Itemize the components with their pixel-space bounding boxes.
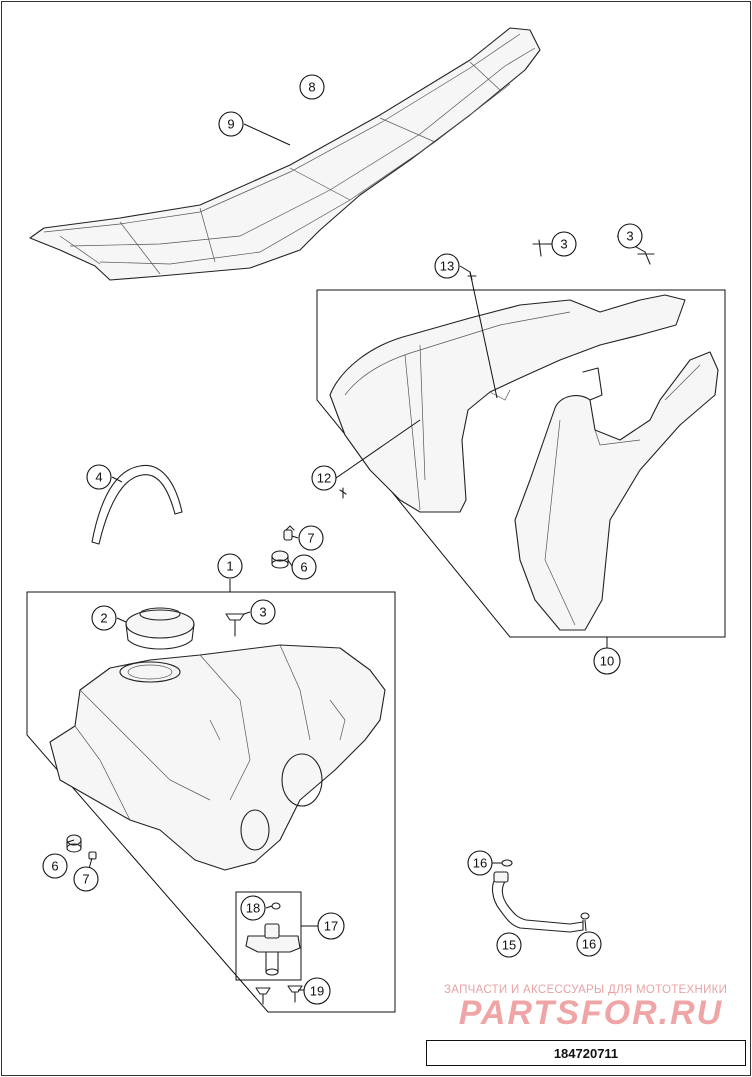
watermark-logo: PARTSFOR.RU bbox=[459, 994, 723, 1032]
svg-text:6: 6 bbox=[51, 859, 58, 874]
seat-drawing bbox=[29, 27, 541, 281]
callout-16-lower: 16 bbox=[576, 931, 602, 957]
callout-6-upper: 6 bbox=[291, 554, 317, 580]
callout-2: 2 bbox=[91, 605, 117, 631]
callout-6-lower: 6 bbox=[42, 853, 68, 879]
svg-text:16: 16 bbox=[473, 856, 487, 871]
svg-text:2: 2 bbox=[100, 611, 107, 626]
callout-10: 10 bbox=[593, 647, 621, 675]
drawing-id: 184720711 bbox=[426, 1040, 746, 1066]
svg-text:7: 7 bbox=[82, 872, 89, 887]
svg-text:3: 3 bbox=[259, 605, 266, 620]
hose-drawing bbox=[91, 464, 183, 545]
callout-19: 19 bbox=[303, 977, 331, 1005]
callout-4: 4 bbox=[86, 464, 112, 490]
watermark-logo-text: PARTSFOR.RU bbox=[459, 994, 723, 1032]
side-panel-group-frame bbox=[316, 289, 726, 638]
svg-text:13: 13 bbox=[440, 259, 454, 274]
svg-text:19: 19 bbox=[310, 984, 324, 999]
side-panel-drawing bbox=[329, 239, 719, 631]
svg-text:4: 4 bbox=[95, 470, 102, 485]
callout-3-panel-right: 3 bbox=[617, 223, 643, 249]
callout-13: 13 bbox=[434, 253, 460, 279]
svg-text:9: 9 bbox=[227, 117, 234, 132]
callout-12: 12 bbox=[311, 465, 337, 491]
nut-bushing-upper bbox=[271, 525, 295, 569]
svg-text:16: 16 bbox=[582, 937, 596, 952]
callout-17: 17 bbox=[317, 912, 345, 940]
nut-bushing-lower bbox=[66, 834, 97, 860]
svg-text:1: 1 bbox=[226, 559, 233, 574]
svg-text:12: 12 bbox=[317, 471, 331, 486]
svg-text:10: 10 bbox=[600, 654, 614, 669]
callout-7-lower: 7 bbox=[73, 866, 99, 892]
svg-text:6: 6 bbox=[300, 560, 307, 575]
callout-3-tank: 3 bbox=[250, 599, 276, 625]
callout-7-upper: 7 bbox=[298, 525, 324, 551]
svg-text:3: 3 bbox=[560, 237, 567, 252]
callout-16-upper: 16 bbox=[467, 850, 493, 876]
breather-hose-drawing bbox=[491, 859, 590, 933]
callout-15: 15 bbox=[496, 932, 522, 958]
watermark-tagline: ЗАПЧАСТИ И АКСЕССУАРЫ ДЛЯ МОТОТЕХНИКИ bbox=[444, 984, 728, 996]
callout-8: 8 bbox=[299, 74, 325, 100]
svg-text:17: 17 bbox=[324, 919, 338, 934]
svg-text:7: 7 bbox=[307, 531, 314, 546]
callout-3-panel-left: 3 bbox=[551, 231, 577, 257]
svg-text:18: 18 bbox=[246, 901, 260, 916]
callout-9: 9 bbox=[218, 111, 244, 137]
fuel-tank-drawing bbox=[49, 607, 386, 871]
leader-lines bbox=[67, 123, 646, 991]
callout-18: 18 bbox=[240, 895, 266, 921]
svg-text:8: 8 bbox=[308, 80, 315, 95]
svg-text:3: 3 bbox=[626, 229, 633, 244]
fuel-pump-frame bbox=[235, 891, 302, 981]
svg-text:15: 15 bbox=[502, 938, 516, 953]
callout-1: 1 bbox=[217, 553, 243, 579]
fuel-tank-group-frame bbox=[26, 591, 396, 1013]
